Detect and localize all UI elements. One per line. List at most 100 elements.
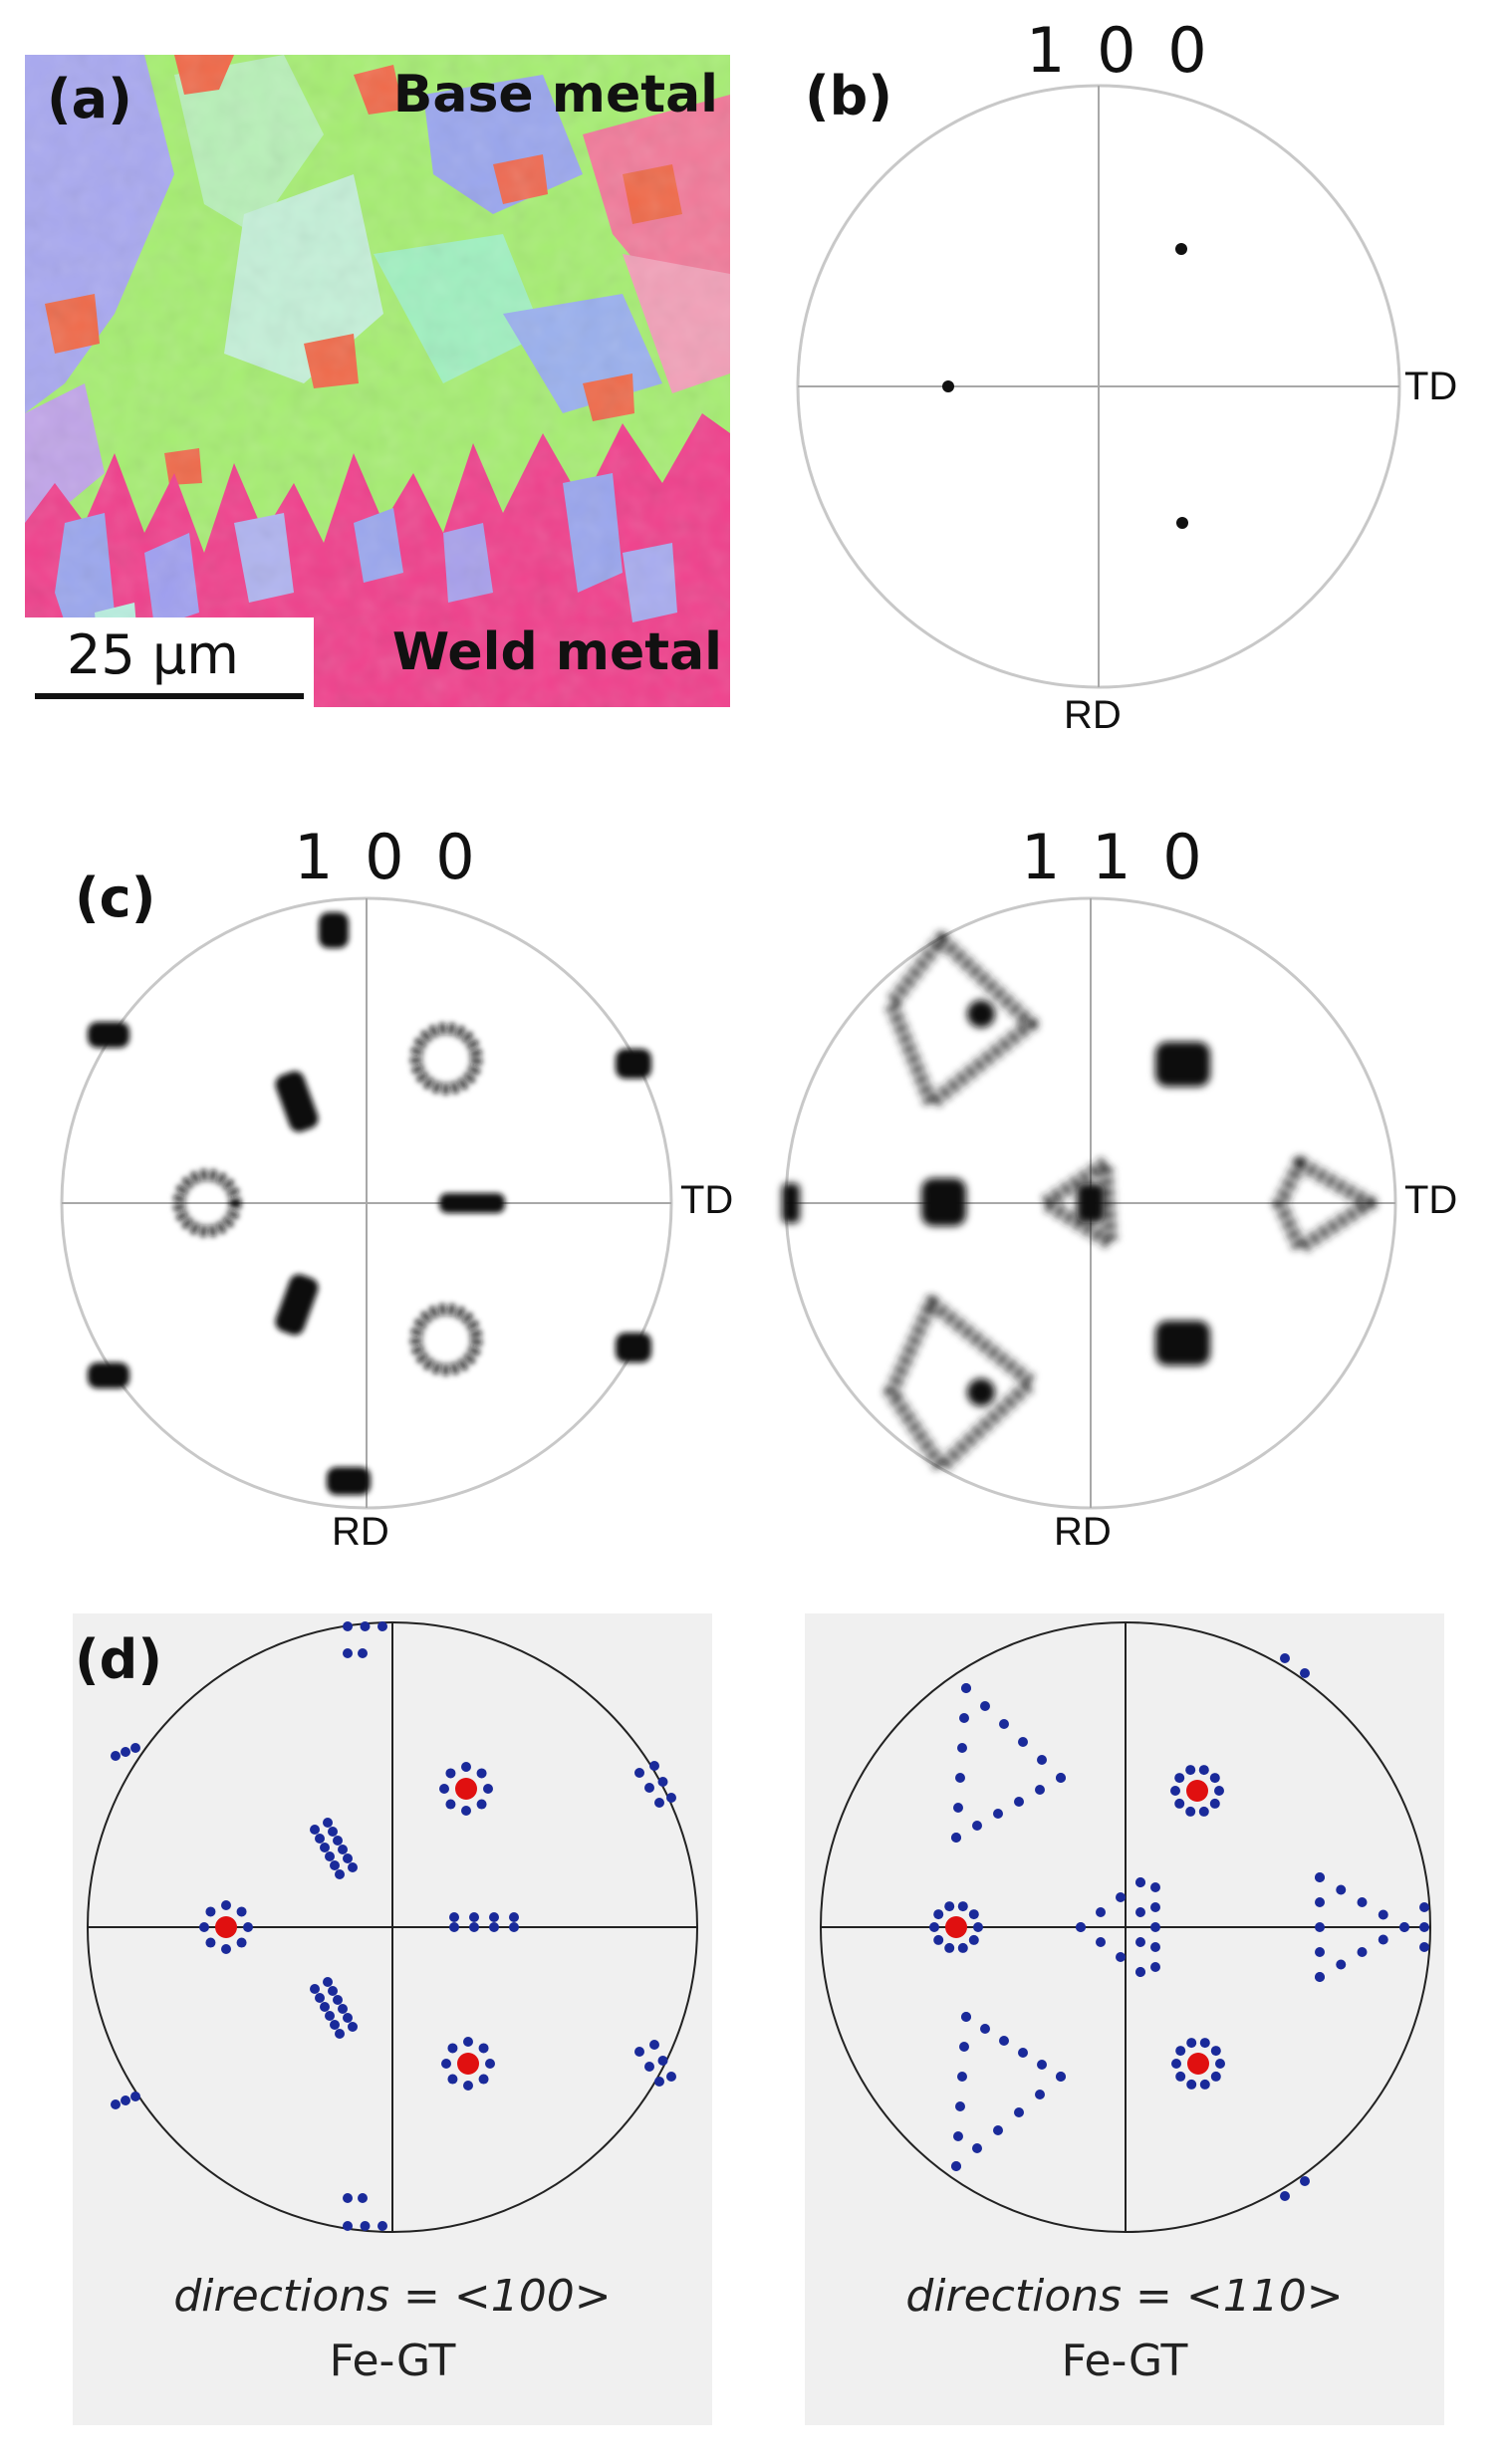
variant-pole-dot bbox=[1135, 1907, 1145, 1917]
variant-pole-dot bbox=[953, 1803, 963, 1813]
variant-pole-dot bbox=[999, 2036, 1009, 2046]
variant-pole-dot bbox=[968, 1909, 979, 1920]
variant-pole-dot bbox=[348, 2022, 358, 2032]
pole-cluster bbox=[616, 1333, 651, 1362]
pole-cluster bbox=[88, 1022, 129, 1048]
variant-pole-dot bbox=[933, 1909, 944, 1920]
pole-cluster bbox=[782, 1183, 800, 1223]
pole-cluster bbox=[1155, 1042, 1210, 1087]
variant-pole-dot bbox=[1315, 1947, 1325, 1957]
variant-pole-dot bbox=[1056, 2072, 1066, 2082]
variant-pole-dot bbox=[335, 1869, 345, 1879]
pole-cluster bbox=[1155, 1321, 1210, 1365]
variant-pole-dot bbox=[654, 2077, 664, 2087]
pole-triangle bbox=[1273, 1156, 1377, 1255]
variant-pole-dot bbox=[953, 2131, 963, 2141]
variant-pole-dot bbox=[1357, 1897, 1368, 1907]
pole-cluster bbox=[1077, 1183, 1105, 1223]
variant-pole-dot bbox=[489, 1922, 499, 1932]
simulation-right-subcaption: Fe-GT bbox=[1061, 2336, 1188, 2386]
pole-cluster bbox=[319, 912, 349, 948]
variant-pole-dot bbox=[1076, 1922, 1086, 1932]
pole-triangle bbox=[884, 1296, 1038, 1474]
variant-pole-dot bbox=[449, 1922, 459, 1932]
variant-pole-dot bbox=[447, 2043, 458, 2054]
variant-pole-dot bbox=[1135, 1937, 1145, 1947]
variant-pole-dot bbox=[1419, 1902, 1429, 1912]
variant-pole-dot bbox=[360, 2221, 371, 2231]
pole-figure-c-left-td: TD bbox=[680, 1178, 734, 1222]
variant-pole-dot bbox=[236, 1937, 247, 1948]
pole-cluster bbox=[967, 1000, 995, 1028]
variant-pole-dot bbox=[980, 1701, 990, 1711]
variant-pole-dot bbox=[1150, 1942, 1160, 1952]
variant-pole-dot bbox=[1315, 1972, 1325, 1982]
variant-pole-dot bbox=[205, 1906, 216, 1917]
variant-pole-dot bbox=[445, 1768, 456, 1779]
pole-figure-c-left-rd: RD bbox=[332, 1510, 389, 1554]
variant-pole-dot bbox=[463, 2081, 473, 2091]
variant-pole-dot bbox=[1150, 1902, 1160, 1912]
variant-pole-dot bbox=[1198, 1806, 1209, 1817]
variant-pole-dot bbox=[1150, 1962, 1160, 1972]
variant-pole-dot bbox=[666, 1793, 676, 1803]
variant-pole-dot bbox=[957, 1743, 967, 1753]
pole-figure-c-right-rd: RD bbox=[1054, 1510, 1112, 1554]
variant-pole-dot bbox=[961, 1683, 971, 1693]
pole-triangle bbox=[1039, 1156, 1118, 1250]
variant-pole-dot bbox=[463, 2037, 473, 2047]
variant-pole-dot bbox=[377, 2221, 387, 2231]
variant-pole-dot bbox=[441, 2059, 451, 2069]
variant-pole-dot bbox=[315, 1834, 325, 1844]
variant-pole-dot bbox=[1171, 2059, 1181, 2069]
variant-pole-dot bbox=[325, 1851, 335, 1861]
variant-pole-dot bbox=[1037, 1755, 1047, 1765]
variant-pole-dot bbox=[315, 1993, 325, 2003]
pole-spot bbox=[1176, 517, 1188, 529]
variant-pole-dot bbox=[1378, 1909, 1388, 1920]
variant-pole-dot bbox=[959, 1713, 969, 1723]
variant-pole-dot bbox=[972, 2143, 982, 2153]
panel-label-a: (a) bbox=[47, 68, 132, 130]
simulated-pole-figure-110 bbox=[820, 1621, 1431, 2233]
variant-pole-dot bbox=[360, 1621, 371, 1631]
pole-cluster bbox=[275, 1274, 319, 1336]
variant-pole-dot bbox=[951, 2161, 961, 2171]
variant-pole-dot bbox=[980, 2024, 990, 2034]
simulation-left-subcaption: Fe-GT bbox=[329, 2336, 456, 2386]
variant-pole-dot bbox=[1280, 1653, 1290, 1663]
variant-pole-dot bbox=[951, 1833, 961, 1843]
variant-pole-dot bbox=[1170, 1786, 1180, 1796]
variant-pole-dot bbox=[445, 1799, 456, 1810]
variant-pole-dot bbox=[310, 1984, 320, 1994]
variant-pole-dot bbox=[1037, 2060, 1047, 2070]
variant-pole-dot bbox=[121, 1747, 130, 1757]
variant-pole-dot bbox=[338, 1845, 348, 1854]
variant-pole-dot bbox=[1315, 1922, 1325, 1932]
variant-pole-dot bbox=[1175, 2046, 1186, 2057]
parent-pole-dot bbox=[945, 1916, 967, 1938]
variant-pole-dot bbox=[649, 1761, 659, 1771]
variant-pole-dot bbox=[1199, 2079, 1210, 2090]
variant-pole-dot bbox=[1096, 1907, 1106, 1917]
variant-pole-dot bbox=[644, 1783, 654, 1793]
scale-bar-line bbox=[35, 693, 304, 699]
pole-cluster bbox=[327, 1467, 371, 1495]
variant-pole-dot bbox=[957, 1901, 968, 1912]
variant-pole-dot bbox=[1214, 1786, 1224, 1796]
parent-pole-dot bbox=[1187, 2053, 1209, 2075]
variant-pole-dot bbox=[343, 2193, 353, 2203]
variant-pole-dot bbox=[330, 2020, 340, 2030]
variant-pole-dot bbox=[461, 1806, 471, 1816]
variant-pole-dot bbox=[1357, 1947, 1368, 1957]
variant-pole-dot bbox=[323, 1818, 333, 1828]
variant-pole-dot bbox=[343, 2013, 353, 2023]
variant-pole-dot bbox=[1035, 2090, 1045, 2099]
variant-pole-dot bbox=[1174, 1798, 1185, 1809]
variant-pole-dot bbox=[236, 1906, 247, 1917]
pole-ring bbox=[173, 1169, 241, 1237]
variant-pole-dot bbox=[657, 1777, 668, 1787]
variant-pole-dot bbox=[476, 1768, 487, 1779]
variant-pole-dot bbox=[469, 1922, 479, 1932]
variant-pole-dot bbox=[1150, 1882, 1160, 1892]
